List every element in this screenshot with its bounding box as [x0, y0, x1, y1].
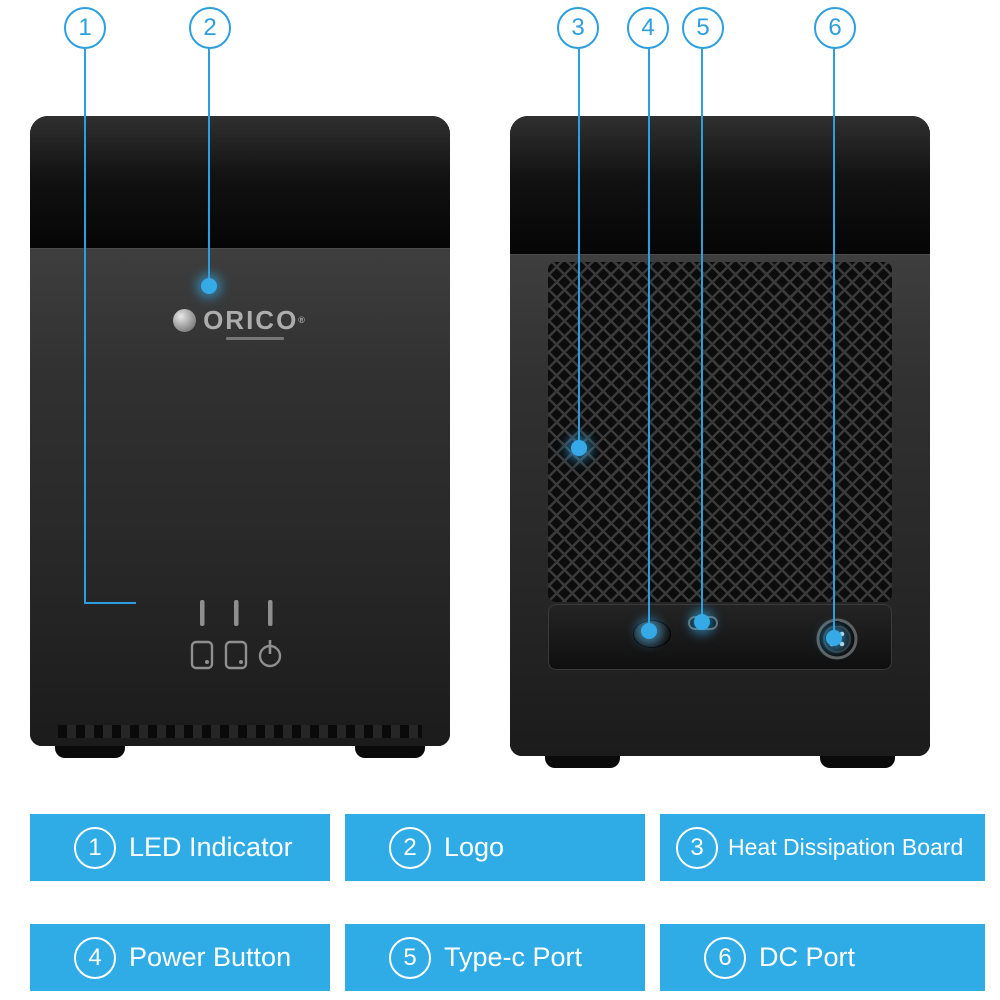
front-foot-right [355, 742, 425, 758]
callout-circle-4: 4 [627, 7, 669, 49]
callout-circle-6: 6 [814, 7, 856, 49]
legend-number-2: 2 [389, 826, 431, 869]
legend-label-1: LED Indicator [129, 832, 293, 862]
legend-box-logo: 2 Logo [345, 814, 645, 881]
callout-line-6 [833, 48, 835, 632]
back-top-cap [510, 116, 930, 254]
heat-dissipation-mesh [548, 262, 892, 602]
marker-dot-logo [201, 278, 217, 294]
legend-number-3: 3 [676, 826, 718, 869]
legend-number-1: 1 [74, 826, 116, 869]
callout-line-2 [208, 48, 210, 280]
legend-label-4: Power Button [129, 942, 292, 972]
legend-number-6: 6 [704, 936, 746, 979]
brand-name: ORICO [203, 305, 299, 335]
callout-circle-1: 1 [64, 7, 106, 49]
legend-number-4: 4 [74, 936, 116, 979]
hdd-icon-2 [224, 640, 248, 670]
front-top-cap [30, 116, 450, 248]
marker-dot-typec [694, 614, 710, 630]
callout-circle-2: 2 [189, 7, 231, 49]
marker-dot-dc [826, 630, 842, 646]
legend-box-type-c-port: 5 Type-c Port [345, 924, 645, 991]
marker-dot-power [641, 623, 657, 639]
marker-dot-mesh [571, 440, 587, 456]
legend-box-heat-dissipation-board: 3 Heat Dissipation Board [660, 814, 985, 881]
led-bar-1 [200, 600, 205, 626]
orico-logo-row: ORICO® [173, 305, 307, 335]
orico-logo-text: ORICO® [203, 305, 307, 335]
legend-number-5: 5 [389, 936, 431, 979]
front-bottom-vent [58, 725, 422, 738]
logo-tagline-bar [226, 337, 284, 340]
back-enclosure [510, 116, 930, 756]
legend-label-5: Type-c Port [444, 942, 583, 972]
callout-line-1-horizontal [84, 602, 136, 604]
hdd-icon-1 [190, 640, 214, 670]
legend-label-3: Heat Dissipation Board [728, 834, 964, 860]
callout-circle-5: 5 [682, 7, 724, 49]
orico-logo-icon [173, 309, 197, 332]
orico-logo: ORICO® [30, 305, 450, 340]
registered-mark: ® [298, 315, 307, 325]
front-foot-left [55, 742, 125, 758]
legend-label-2: Logo [444, 832, 505, 862]
led-indicator-cluster [190, 600, 282, 670]
back-foot-right [820, 752, 895, 768]
callout-line-5 [701, 48, 703, 618]
back-foot-left [545, 752, 620, 768]
callout-line-3 [578, 48, 580, 442]
power-icon [258, 640, 282, 668]
callout-line-4 [648, 48, 650, 626]
legend-box-dc-port: 6 DC Port [660, 924, 985, 991]
callout-circle-3: 3 [557, 7, 599, 49]
callout-line-1-vertical [84, 48, 86, 604]
legend-label-6: DC Port [759, 942, 856, 972]
led-bar-3 [268, 600, 273, 626]
legend-box-led-indicator: 1 LED Indicator [30, 814, 330, 881]
front-enclosure: ORICO® [30, 116, 450, 746]
legend-box-power-button: 4 Power Button [30, 924, 330, 991]
led-bar-2 [234, 600, 239, 626]
